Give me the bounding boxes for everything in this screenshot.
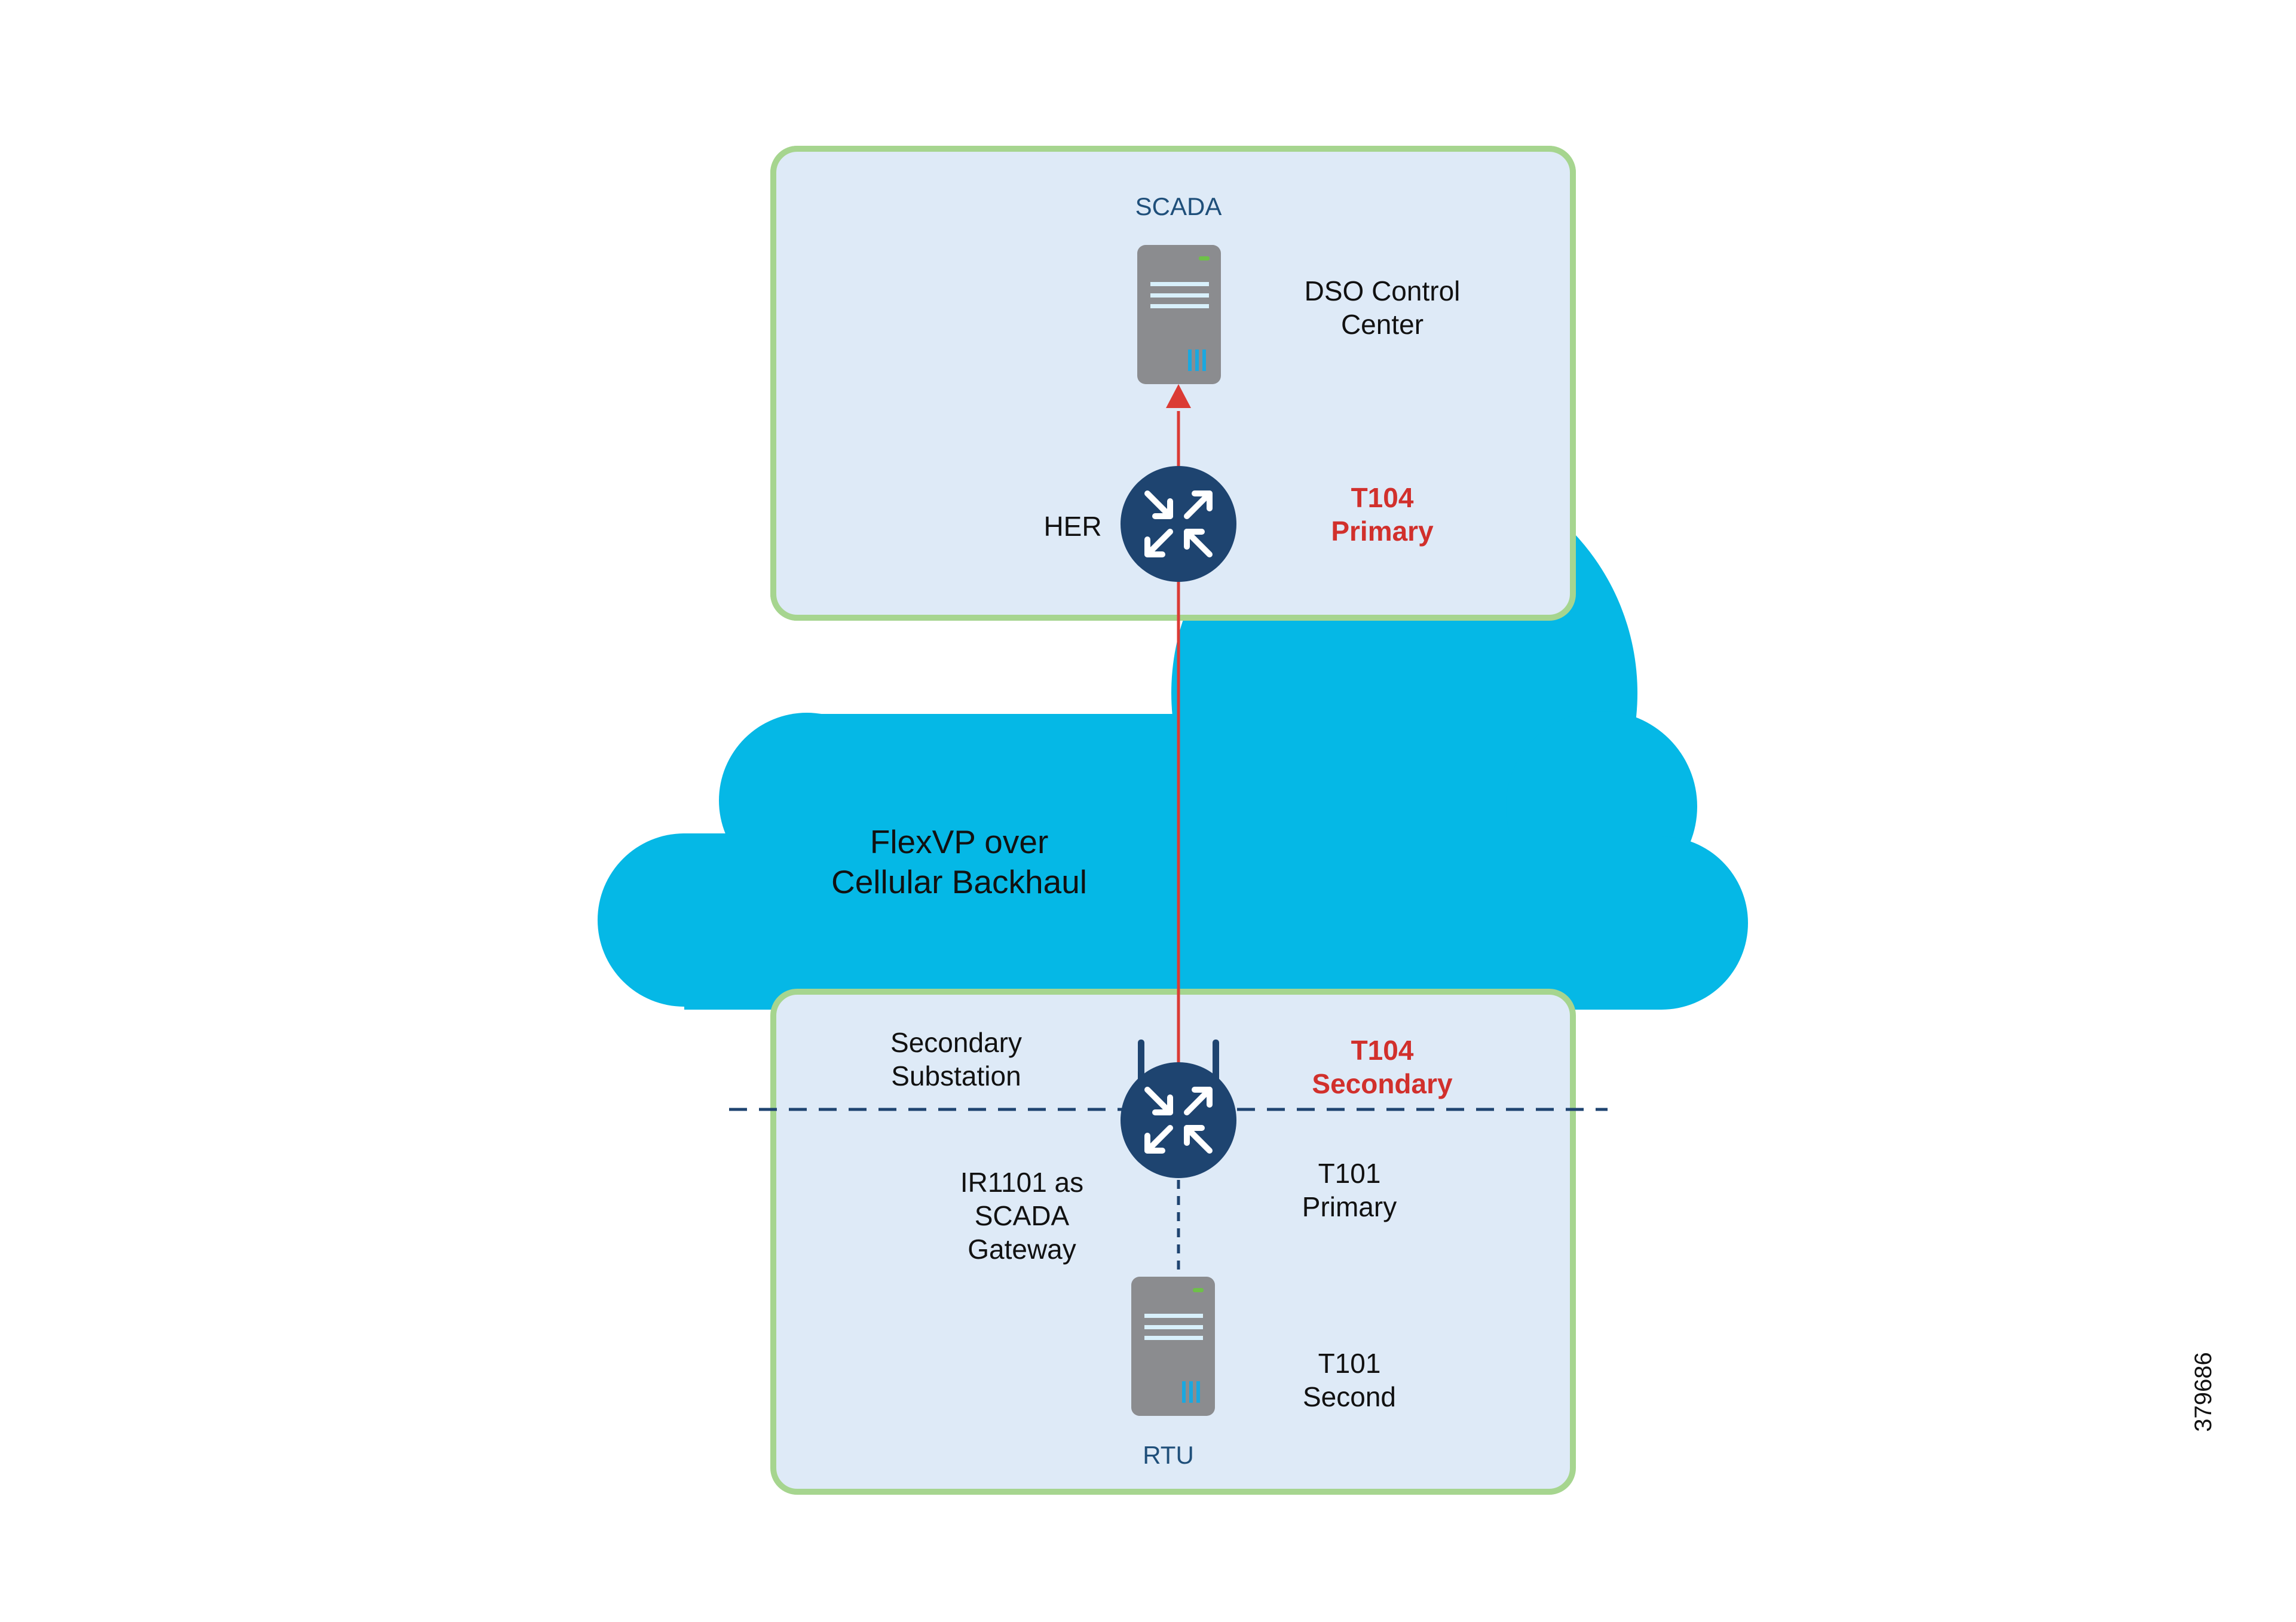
cloud-label-line2: Cellular Backhaul [831, 863, 1087, 900]
her-label: HER [1043, 511, 1101, 542]
t104-secondary-label-line1: T104 [1351, 1035, 1414, 1066]
rtu-server-icon [1131, 1277, 1215, 1416]
dso-control-center-label-line2: Center [1341, 309, 1423, 340]
t101-primary-label-line2: Primary [1302, 1191, 1397, 1222]
t101-primary-label-line1: T101 [1318, 1158, 1381, 1189]
cellular-cloud [598, 460, 1748, 1010]
secondary-substation-label-line2: Substation [891, 1060, 1021, 1091]
gateway-label-line3: Gateway [968, 1234, 1076, 1265]
t104-link-arrowhead [1166, 384, 1191, 408]
rtu-label: RTU [1143, 1441, 1194, 1469]
figure-id: 379686 [2190, 1352, 2217, 1431]
gateway-label-line1: IR1101 as [960, 1167, 1083, 1198]
her-router-icon [1121, 466, 1236, 582]
t104-primary-label-line1: T104 [1351, 482, 1414, 513]
dso-control-center-label-line1: DSO Control [1305, 275, 1461, 306]
t101-second-label-line1: T101 [1318, 1348, 1381, 1379]
secondary-substation-label-line1: Secondary [890, 1027, 1022, 1058]
t101-second-label-line2: Second [1303, 1381, 1396, 1412]
substation-box [770, 989, 1576, 1495]
t104-primary-label-line2: Primary [1331, 516, 1434, 547]
t104-secondary-label-line2: Secondary [1312, 1068, 1453, 1099]
scada-label: SCADA [1135, 192, 1222, 220]
gateway-label-line2: SCADA [975, 1200, 1070, 1231]
cloud-label-line1: FlexVP over [870, 823, 1049, 860]
scada-server-icon [1137, 245, 1221, 384]
ir1101-gateway-icon [1121, 1040, 1236, 1178]
